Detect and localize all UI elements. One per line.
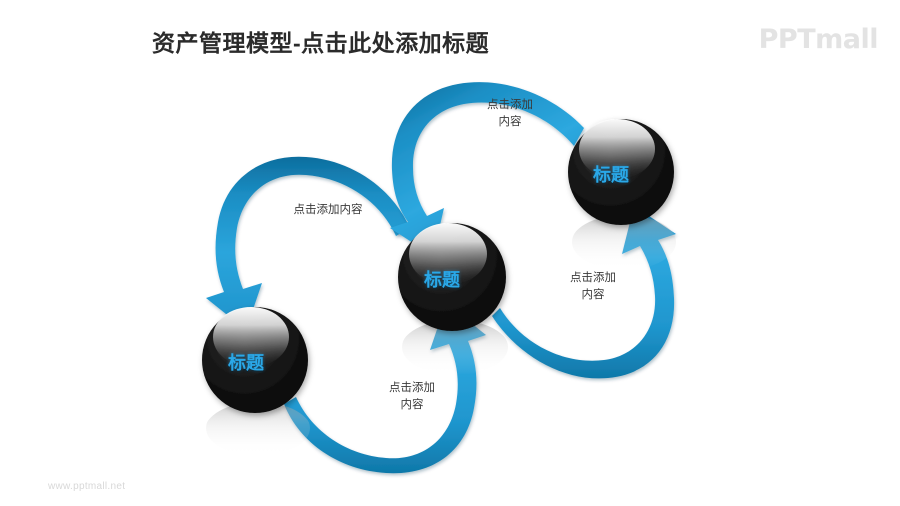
- node-sphere-1[interactable]: [202, 307, 308, 413]
- edge-label-top-left: 点击添加内容: [293, 204, 363, 216]
- footer-url: www.pptmall.net: [48, 481, 126, 492]
- edge-arrow-top-right: [390, 82, 584, 256]
- edge-label-top-right: 点击添加 内容: [487, 99, 533, 129]
- edge-label-bottom-right: 点击添加 内容: [570, 272, 616, 302]
- node-reflections: [206, 215, 676, 456]
- edge-arrow-top-left: [206, 156, 410, 330]
- node-sphere-2[interactable]: [398, 223, 506, 331]
- edge-label-bottom-left: 点击添加 内容: [389, 382, 435, 412]
- node-sphere-3[interactable]: [568, 119, 674, 225]
- page-title: 资产管理模型-点击此处添加标题: [152, 30, 490, 56]
- pptmall-logo: PPTmall: [758, 24, 879, 55]
